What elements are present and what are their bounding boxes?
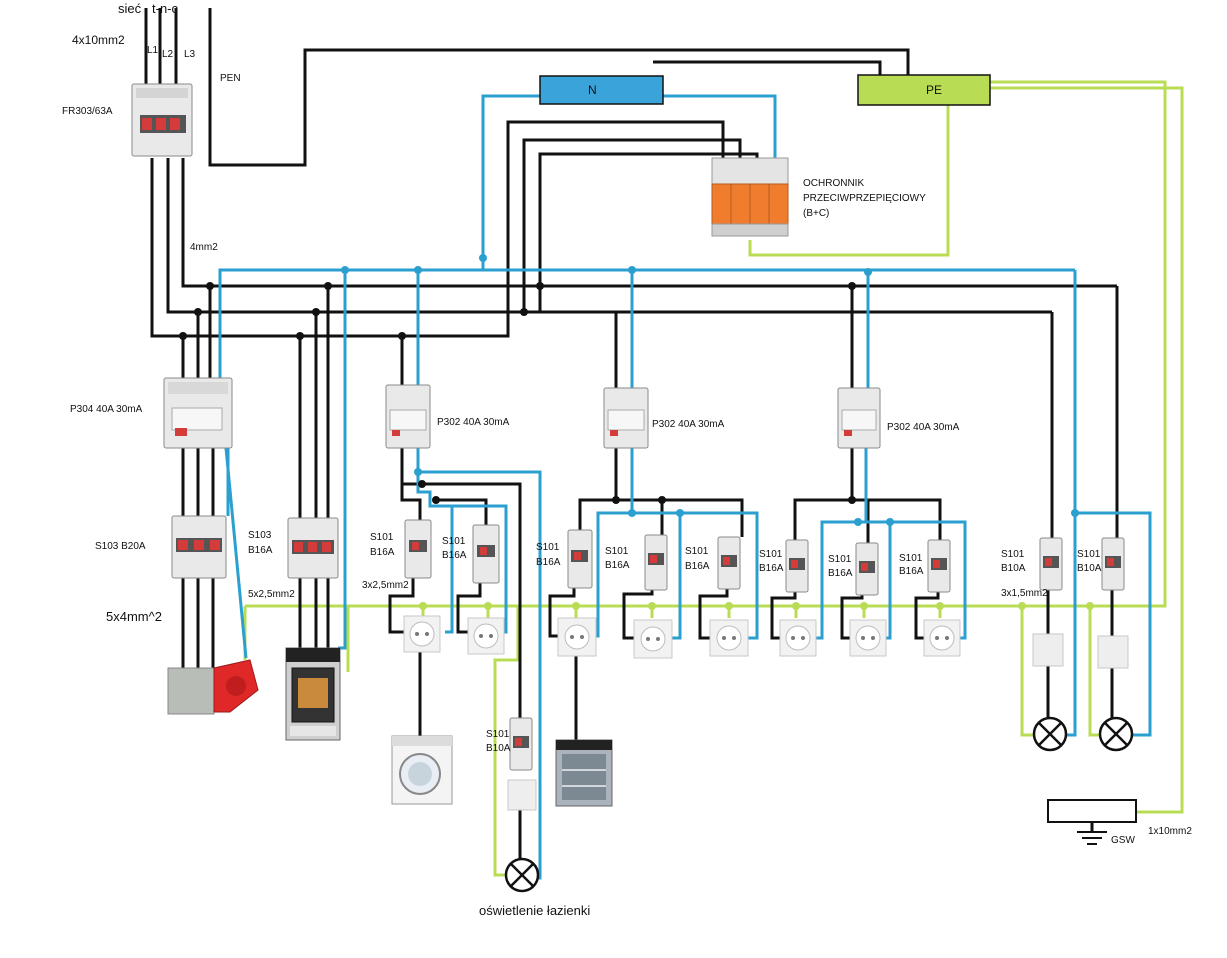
lamp-bathroom [504,857,540,893]
label-cable-main: 4x10mm2 [72,33,125,47]
lamp-1 [1032,716,1068,752]
label-s101-2: S101 [442,536,466,547]
neutral-busbar: N [539,75,664,105]
breaker-s101-b16a-4 [644,534,668,591]
label-s101-6: S101 [759,549,783,560]
label-b10a-bathroom: B10A [486,743,511,754]
pe-busbar: PE [857,74,991,106]
labels: sieć t-n-c 4x10mm2 L1 L2 L3 PEN FR303/63… [62,1,1192,918]
label-cable-4mm: 4mm2 [190,242,218,253]
switch-1 [1032,633,1064,667]
rcd-p304 [163,377,233,449]
label-s101-3: S101 [536,542,560,553]
breaker-s103-b16a [287,517,339,579]
main-breaker-fr303 [131,83,193,157]
neutral-wires [218,94,1152,880]
label-b16a-2: B16A [442,550,467,561]
electric-cooker [285,647,341,741]
socket-2 [467,617,505,655]
label-surge-3: (B+C) [803,208,829,219]
label-b16a-4: B16A [605,560,630,571]
label-gsw: GSW [1111,835,1135,846]
label-s103-b16-line2: B16A [248,545,273,556]
rcd-p302-c [837,387,881,449]
label-l2: L2 [162,49,174,60]
switch-2 [1097,635,1129,669]
label-b16a-7: B16A [828,568,853,579]
label-l3: L3 [184,49,196,60]
label-b16a-6: B16A [759,563,784,574]
rcd-p302-a [385,384,431,449]
socket-5 [709,619,749,657]
label-b16a-1: B16A [370,547,395,558]
switch-bathroom [507,779,537,811]
label-tnc: t-n-c [152,1,179,16]
washing-machine [391,735,453,805]
breaker-s101-b16a-2 [472,524,500,584]
breaker-s101-b10a-2 [1101,537,1125,591]
label-b16a-5: B16A [685,561,710,572]
label-siec: sieć [118,1,142,16]
breaker-s103-b20a [171,515,227,579]
label-cable-3x25: 3x2,5mm2 [362,580,409,591]
label-b10a-1: B10A [1001,563,1026,574]
s101-breakers [404,519,1125,771]
breaker-s101-b16a-3 [567,529,593,589]
light-switches [507,633,1129,811]
breaker-s101-b16a-6 [785,539,809,593]
label-earth-cable: 1x10mm2 [1148,826,1192,837]
label-s103-b16-line1: S103 [248,530,272,541]
label-s101-bathroom: S101 [486,729,510,740]
label-pen: PEN [220,73,241,84]
breaker-s101-b16a-7 [855,542,879,596]
dishwasher [555,739,613,807]
label-l1: L1 [147,45,159,56]
label-cable-5x4: 5x4mm^2 [106,609,162,624]
pe-busbar-label: PE [926,83,942,97]
label-s101-8: S101 [899,553,923,564]
label-p304: P304 40A 30mA [70,404,143,415]
label-surge-1: OCHRONNIK [803,178,864,189]
socket-1 [403,615,441,653]
socket-6 [779,619,817,657]
rcd-p302-b [603,387,649,449]
label-s103-b20: S103 B20A [95,541,146,552]
label-b10a-2: B10A [1077,563,1102,574]
label-cable-5x25: 5x2,5mm2 [248,589,295,600]
label-cable-3x15: 3x1,5mm2 [1001,588,1048,599]
earth-electrode [1047,799,1137,845]
breaker-s101-b16a-8 [927,539,951,593]
socket-4 [633,619,673,659]
neutral-busbar-label: N [588,83,597,97]
socket-3 [557,617,597,657]
label-bathroom-light: oświetlenie łazienki [479,903,590,918]
label-p302-b: P302 40A 30mA [652,419,725,430]
label-s101-4: S101 [605,546,629,557]
label-s101-10: S101 [1077,549,1101,560]
label-s101-9: S101 [1001,549,1025,560]
breaker-s101-b10a-bathroom [509,717,533,771]
label-surge-2: PRZECIWPRZEPIĘCIOWY [803,193,926,204]
label-s101-5: S101 [685,546,709,557]
breaker-s101-b10a-1 [1039,537,1063,591]
lamp-2 [1098,716,1134,752]
breaker-s101-b16a-5 [717,536,741,590]
breaker-s101-b16a-1 [404,519,432,579]
surge-arrester [711,157,789,237]
label-b16a-8: B16A [899,566,924,577]
label-p302-c: P302 40A 30mA [887,422,960,433]
label-p302-a: P302 40A 30mA [437,417,510,428]
label-s101-7: S101 [828,554,852,565]
label-b16a-3: B16A [536,557,561,568]
sockets [403,615,961,659]
socket-8 [923,619,961,657]
industrial-socket [167,659,259,715]
socket-7 [849,619,887,657]
label-main-breaker: FR303/63A [62,106,113,117]
junction-dots [179,254,1094,610]
label-s101-1: S101 [370,532,394,543]
phase-wires [144,8,1119,860]
